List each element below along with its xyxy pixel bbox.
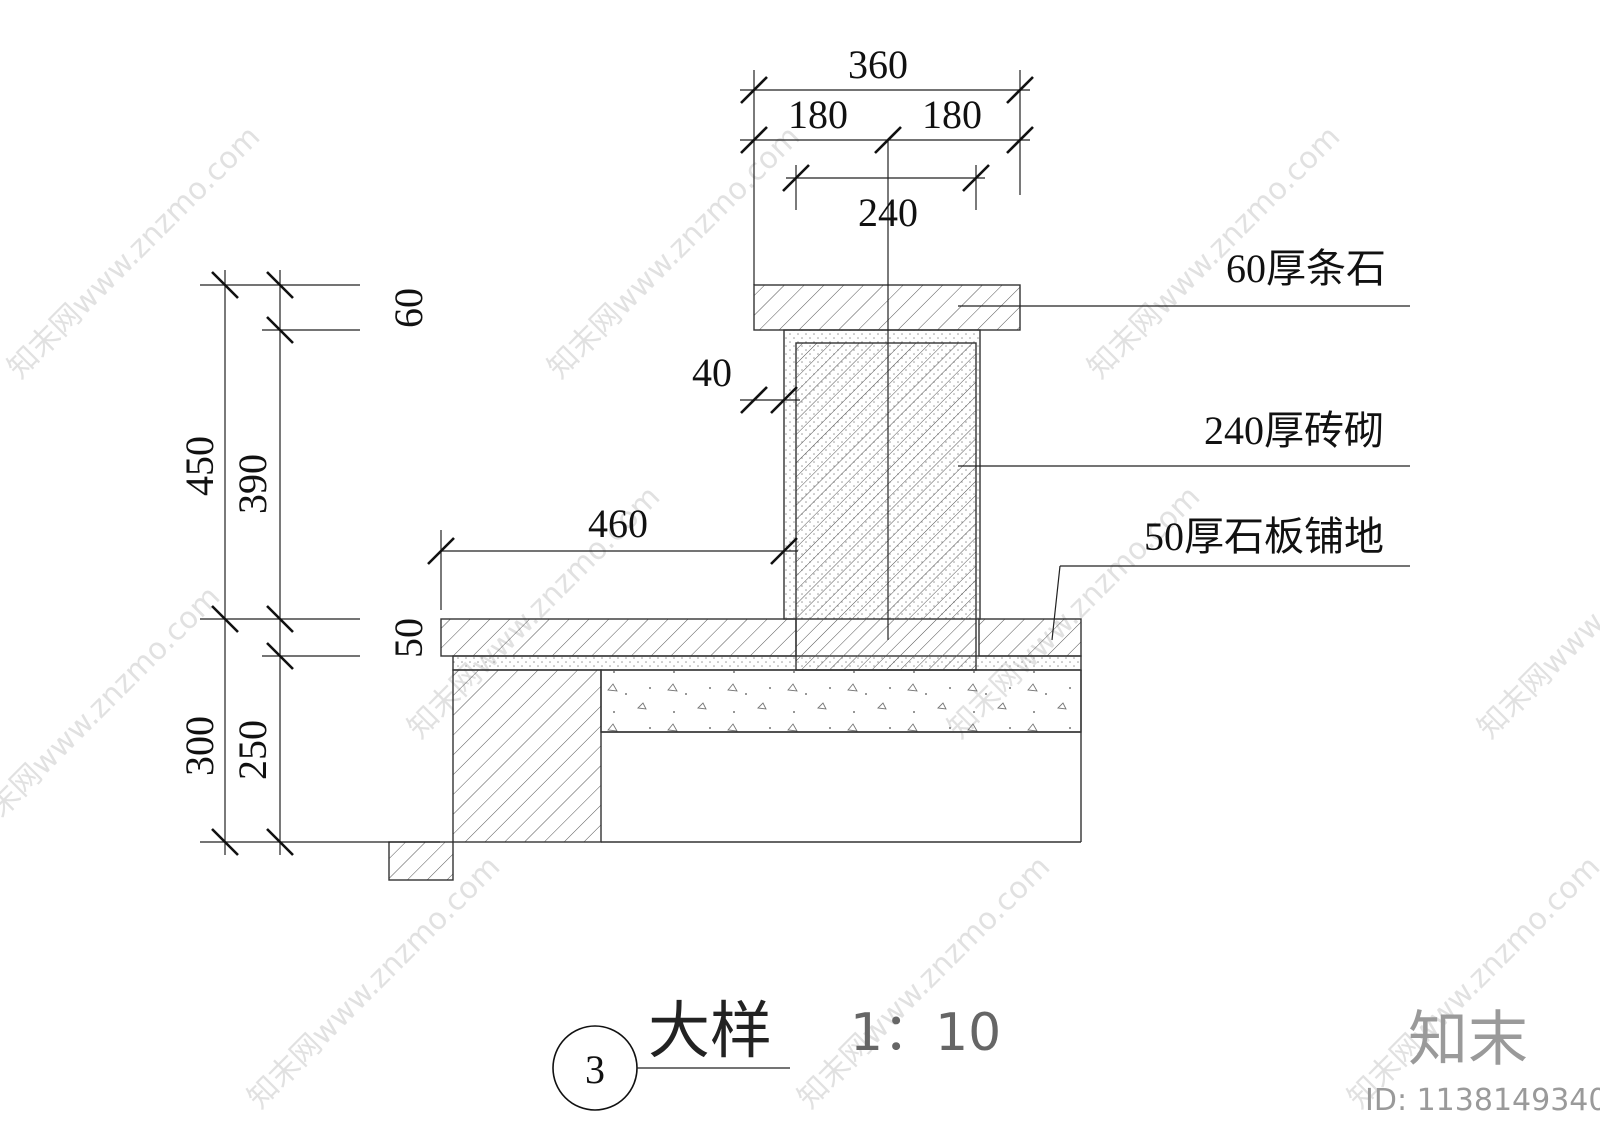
label-stone-paving: 50厚石板铺地: [1144, 514, 1384, 559]
base-block: [452, 669, 602, 843]
watermark-text: 知末网www.znzmo.com: [241, 849, 507, 1115]
left-dimensions: 450 60 390 50 300 250: [177, 270, 440, 856]
dim-top-right: 180: [922, 92, 982, 137]
brick-wall: [795, 342, 977, 671]
gap-dimension: 40: [692, 350, 800, 414]
top-dimensions: 360 180 180 240: [740, 42, 1034, 285]
cap-stone: [753, 284, 1021, 331]
watermark-text: 知末网www.znzmo.com: [541, 119, 807, 385]
dim-top-total: 360: [848, 42, 908, 87]
watermark-text: 知末网www.znzmo.com: [791, 849, 1057, 1115]
dim-left-wall: 390: [230, 454, 275, 514]
edge-block: [388, 841, 454, 881]
paving-slab-right: [978, 618, 1082, 657]
brand-watermark: 知末 ID: 1138149340: [1365, 1005, 1600, 1118]
dim-left-base: 250: [230, 720, 275, 780]
dim-wall-gap: 40: [692, 350, 732, 395]
title-block: 3 大样 1：10: [552, 994, 1001, 1111]
detail-title: 大样: [648, 994, 772, 1067]
dim-slab-span: 460: [588, 501, 648, 546]
dim-left-total-lower: 300: [177, 716, 222, 776]
brand-id: ID: 1138149340: [1365, 1083, 1600, 1118]
dim-left-cap: 60: [386, 288, 431, 328]
dim-wall-width: 240: [858, 190, 918, 235]
watermark-text: 知末网www.znzmo.com: [1341, 849, 1600, 1115]
leader-labels: 60厚条石 240厚砖砌 50厚石板铺地: [958, 246, 1410, 641]
label-brick-wall: 240厚砖砌: [1204, 408, 1384, 453]
slab-dimension: 460: [427, 501, 798, 610]
watermark-text: 知末网www.znzmo.com: [1, 119, 267, 385]
dim-left-paving: 50: [386, 618, 431, 658]
section-body: [388, 140, 1082, 881]
concrete-bed: [600, 669, 1082, 733]
cushion-layer: [452, 655, 1082, 671]
watermark-text: 知末网www.znzmo.com: [0, 579, 227, 845]
detail-scale: 1：10: [850, 1003, 1001, 1063]
dim-left-total-upper: 450: [177, 436, 222, 496]
label-cap-stone: 60厚条石: [1226, 246, 1386, 291]
paving-slab-left: [440, 618, 797, 657]
brand-logo-text: 知末: [1408, 1005, 1528, 1075]
dim-top-left: 180: [788, 92, 848, 137]
detail-number: 3: [585, 1047, 605, 1092]
watermark-text: 知末网www.znzmo.com: [1471, 479, 1600, 745]
